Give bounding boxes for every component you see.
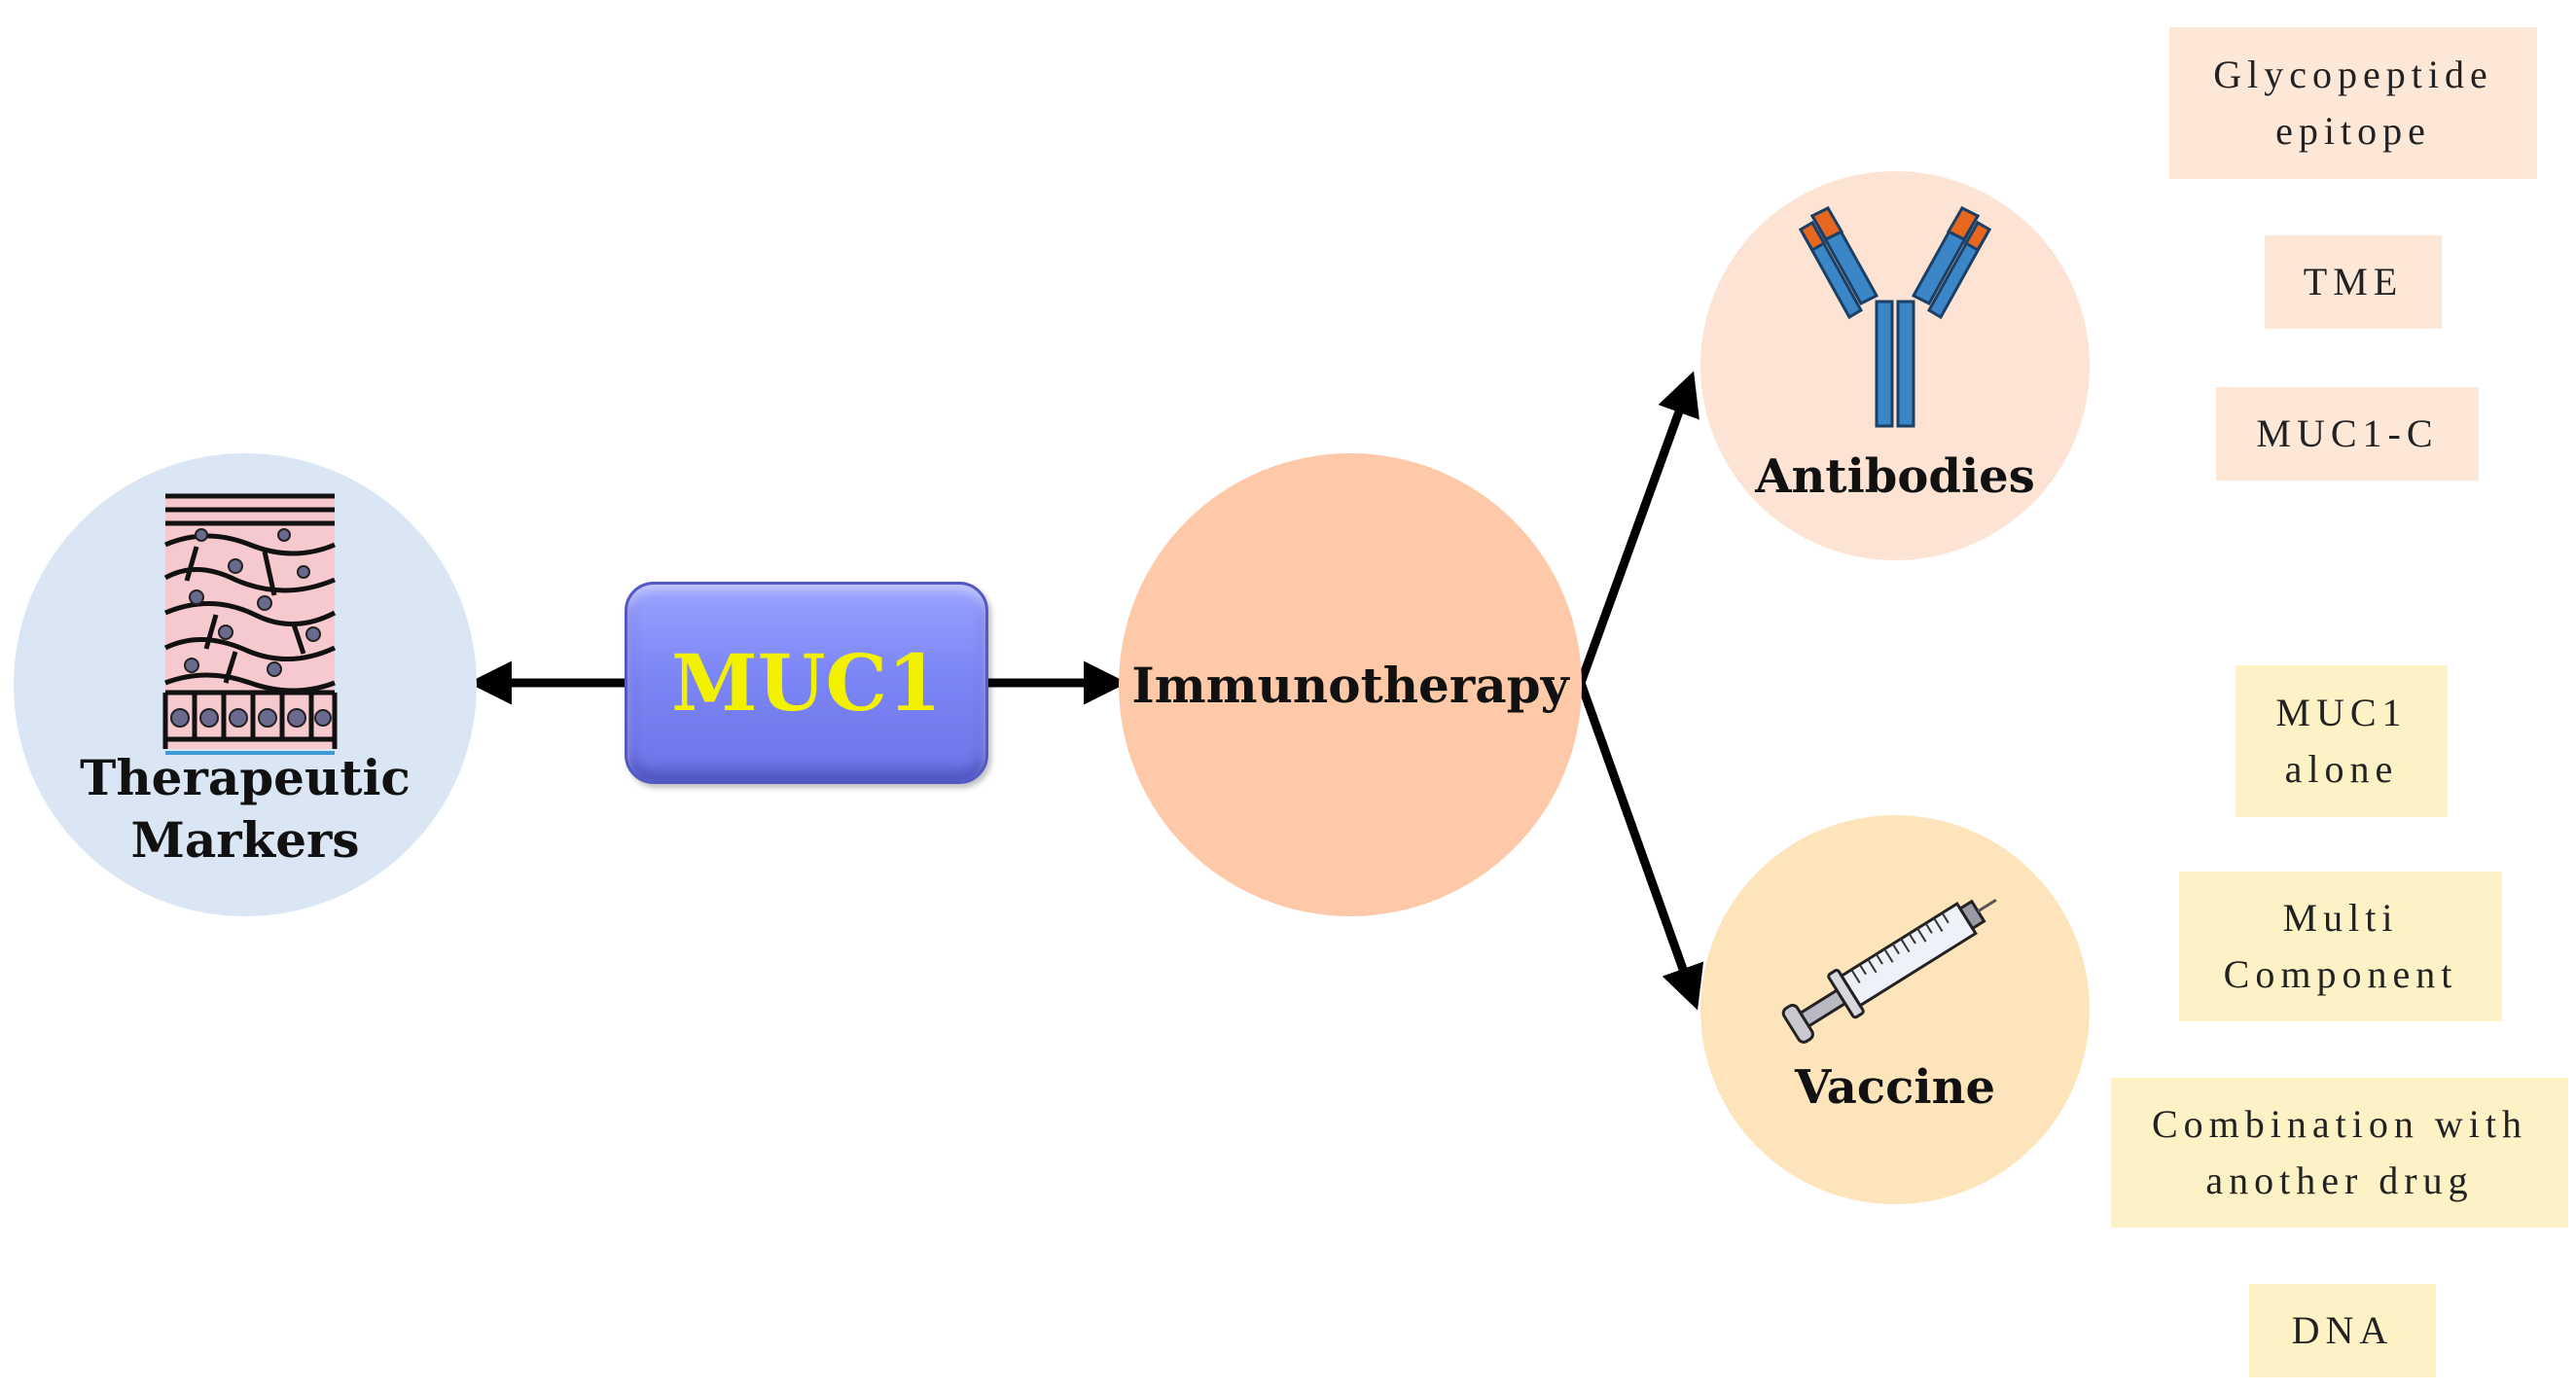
muc1-node: MUC1	[625, 582, 988, 784]
vaccine-node: Vaccine	[1700, 815, 2090, 1204]
tag-muc1-alone: MUC1 alone	[2236, 665, 2448, 817]
immunotherapy-node: Immunotherapy	[1119, 453, 1582, 916]
arrow-to-vaccine	[1576, 681, 1704, 1011]
therapeutic-markers-node: Therapeutic Markers	[14, 453, 477, 916]
arrow-to-antibodies	[1576, 371, 1699, 685]
tag-glycopeptide-epitope: Glycopeptide epitope	[2169, 27, 2537, 179]
antibodies-label: Antibodies	[1755, 449, 2035, 504]
epithelial-tissue-icon	[162, 493, 338, 755]
muc1-label: MUC1	[671, 637, 942, 729]
antibody-icon	[1798, 206, 1992, 428]
immunotherapy-label: Immunotherapy	[1131, 656, 1569, 714]
antibodies-node: Antibodies	[1700, 171, 2090, 560]
tag-combination-with-another-drug: Combination with another drug	[2111, 1078, 2568, 1228]
tag-tme: TME	[2265, 235, 2442, 329]
tag-multi-component: Multi Component	[2179, 872, 2502, 1021]
therapeutic-markers-label: Therapeutic Markers	[14, 747, 477, 872]
markers-label-line1: Therapeutic	[80, 749, 411, 806]
tag-dna: DNA	[2249, 1284, 2436, 1377]
markers-label-line2: Markers	[130, 811, 360, 869]
tag-muc1-c: MUC1-C	[2216, 387, 2479, 481]
vaccine-label: Vaccine	[1794, 1060, 1996, 1115]
syringe-icon	[1781, 898, 1997, 1044]
